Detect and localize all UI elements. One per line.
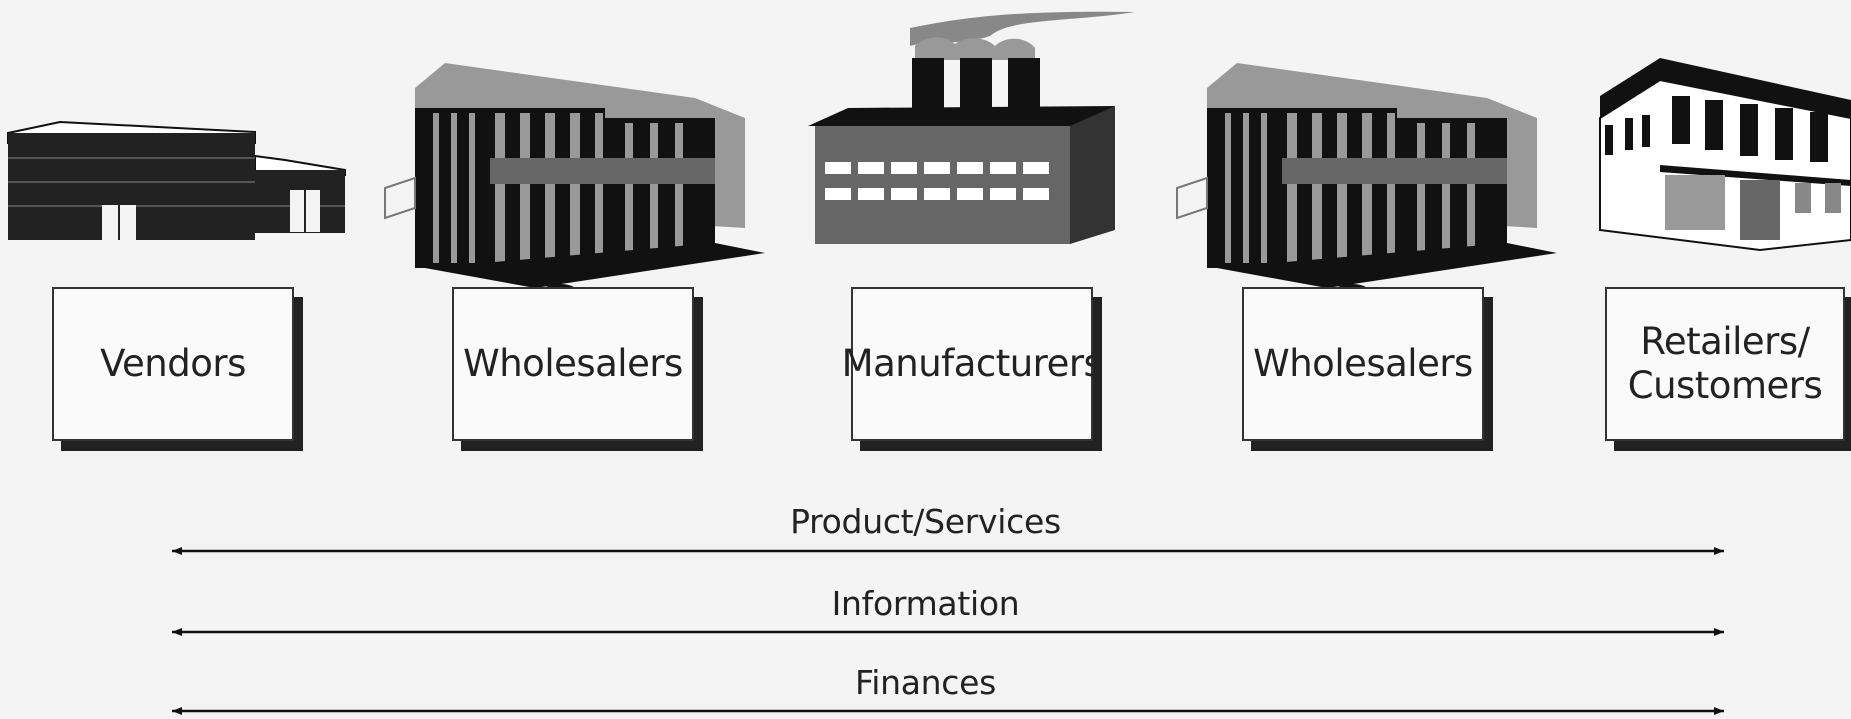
node-box-retailers: Retailers/ Customers	[1605, 287, 1845, 441]
node-label-retailers: Retailers/ Customers	[1627, 320, 1823, 407]
office-building-icon	[1176, 63, 1557, 300]
node-label-vendors: Vendors	[100, 342, 246, 385]
node-label-wholesalers-1: Wholesalers	[463, 342, 683, 385]
node-box-wholesalers-2: Wholesalers	[1242, 287, 1484, 441]
node-box-vendors: Vendors	[52, 287, 294, 441]
storefront-icon	[1599, 58, 1851, 252]
factory-icon	[808, 11, 1135, 244]
flow-label-product: Product/Services	[790, 502, 1061, 541]
node-label-manufacturers: Manufacturers	[841, 342, 1103, 385]
node-box-wholesalers-1: Wholesalers	[452, 287, 694, 441]
node-label-wholesalers-2: Wholesalers	[1253, 342, 1473, 385]
flow-label-finances: Finances	[854, 663, 997, 702]
node-box-manufacturers: Manufacturers	[842, 287, 1103, 441]
flow-label-information: Information	[831, 584, 1020, 623]
warehouse-icon	[7, 120, 346, 240]
office-building-icon	[384, 63, 765, 300]
